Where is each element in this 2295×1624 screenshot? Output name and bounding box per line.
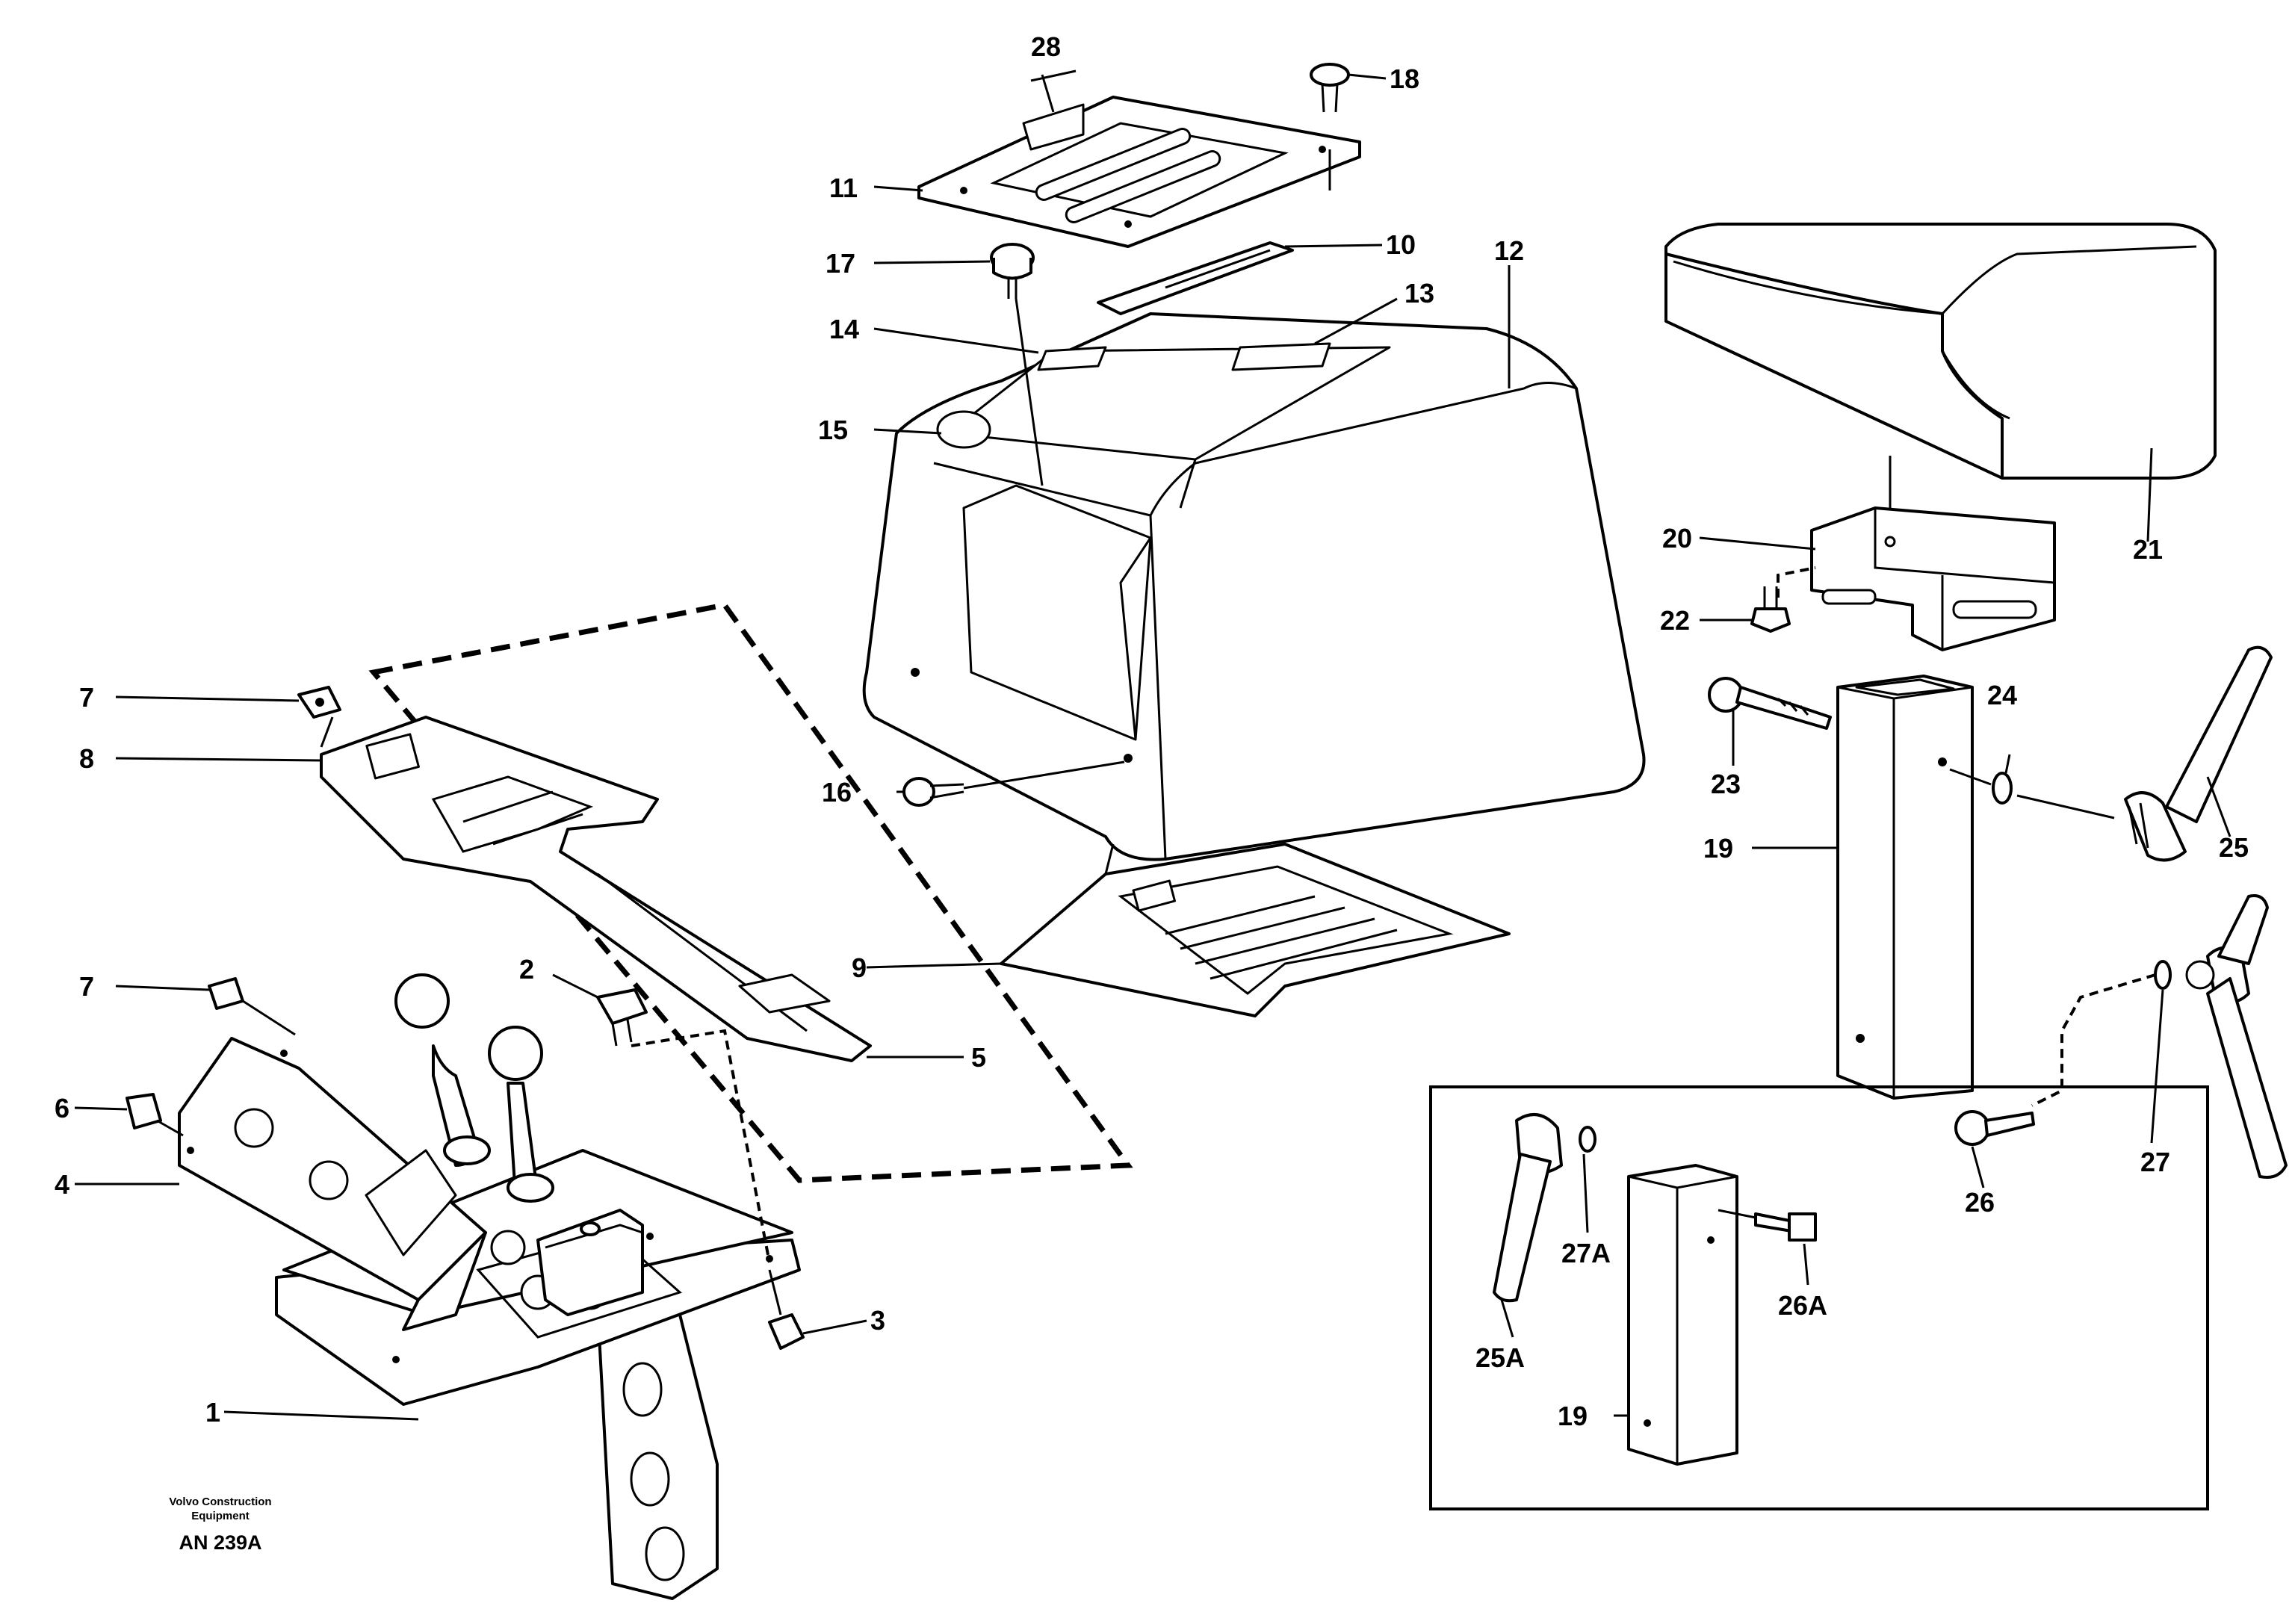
lever-25	[2124, 645, 2273, 862]
label-19b: 19	[1558, 1401, 1588, 1431]
nut-3	[768, 1313, 805, 1350]
label-28: 28	[1031, 31, 1061, 62]
bolt-22	[1750, 586, 1791, 633]
screw-18	[1310, 63, 1350, 113]
label-3: 3	[870, 1305, 885, 1336]
label-27: 27	[2140, 1147, 2170, 1177]
label-20: 20	[1662, 523, 1692, 554]
credit-line-2: Equipment	[191, 1510, 250, 1522]
inset-washer-27a	[1579, 1126, 1596, 1153]
label-14: 14	[829, 314, 859, 344]
label-27a: 27A	[1561, 1238, 1611, 1268]
washer-24	[1992, 772, 2013, 805]
label-2: 2	[519, 954, 534, 985]
label-5: 5	[971, 1042, 986, 1073]
label-7b: 7	[79, 971, 94, 1002]
label-1: 1	[205, 1397, 220, 1428]
label-9: 9	[852, 952, 867, 983]
drawing-code: AN 239A	[179, 1531, 261, 1554]
cover-plate-11	[917, 96, 1361, 248]
screw-2	[596, 988, 648, 1047]
label-7a: 7	[79, 682, 94, 713]
armrest-cushion	[1664, 223, 2217, 480]
inset-frame	[1429, 1085, 2209, 1510]
label-18: 18	[1390, 63, 1419, 94]
lever-left	[394, 973, 491, 1167]
console-housing	[862, 312, 1646, 861]
label-12: 12	[1494, 235, 1524, 266]
screw-16	[902, 777, 964, 807]
label-22: 22	[1660, 605, 1690, 636]
inset-lever-25a	[1493, 1113, 1563, 1303]
lever-25-lower	[2185, 894, 2288, 1179]
label-23: 23	[1711, 769, 1741, 799]
lever-right	[488, 1026, 554, 1203]
label-21: 21	[2133, 534, 2163, 565]
strip-10	[1097, 241, 1294, 315]
label-4: 4	[55, 1169, 69, 1200]
label-10: 10	[1386, 229, 1416, 260]
part-labels: 28 18 11 10 17 12 13 14 15 21 20 22 24 2…	[55, 31, 2249, 1431]
inset-post-19	[1627, 1164, 1738, 1466]
label-11: 11	[829, 173, 858, 203]
label-24: 24	[1987, 680, 2017, 710]
bolt-26	[1954, 1110, 2035, 1146]
label-25: 25	[2219, 832, 2249, 863]
label-16: 16	[822, 777, 852, 808]
label-25a: 25A	[1475, 1342, 1525, 1373]
assembly-dashed-outline	[368, 602, 1133, 1183]
inset-bolt-26a	[1754, 1212, 1817, 1242]
bracket-4	[178, 1037, 487, 1331]
post-19	[1836, 675, 1974, 1100]
nut-7-lower	[208, 977, 244, 1010]
label-13: 13	[1404, 278, 1434, 309]
label-19a: 19	[1703, 833, 1733, 864]
screw-17	[990, 243, 1035, 299]
nut-7-top	[297, 686, 341, 719]
label-15: 15	[818, 415, 848, 445]
washer-27	[2154, 960, 2172, 990]
credit-line-1: Volvo Construction	[169, 1496, 271, 1508]
label-26: 26	[1965, 1187, 1995, 1218]
bolt-23	[1708, 677, 1832, 730]
bracket	[1810, 506, 2056, 651]
label-6: 6	[55, 1093, 69, 1124]
label-26a: 26A	[1778, 1290, 1827, 1321]
nut-6	[126, 1093, 162, 1129]
label-8: 8	[79, 743, 94, 774]
clip-28	[1022, 103, 1085, 151]
floor-plate-9	[1000, 843, 1511, 1017]
label-17: 17	[826, 248, 855, 279]
leader-lines	[74, 69, 2231, 1421]
shifter-guide-8	[320, 716, 872, 1062]
